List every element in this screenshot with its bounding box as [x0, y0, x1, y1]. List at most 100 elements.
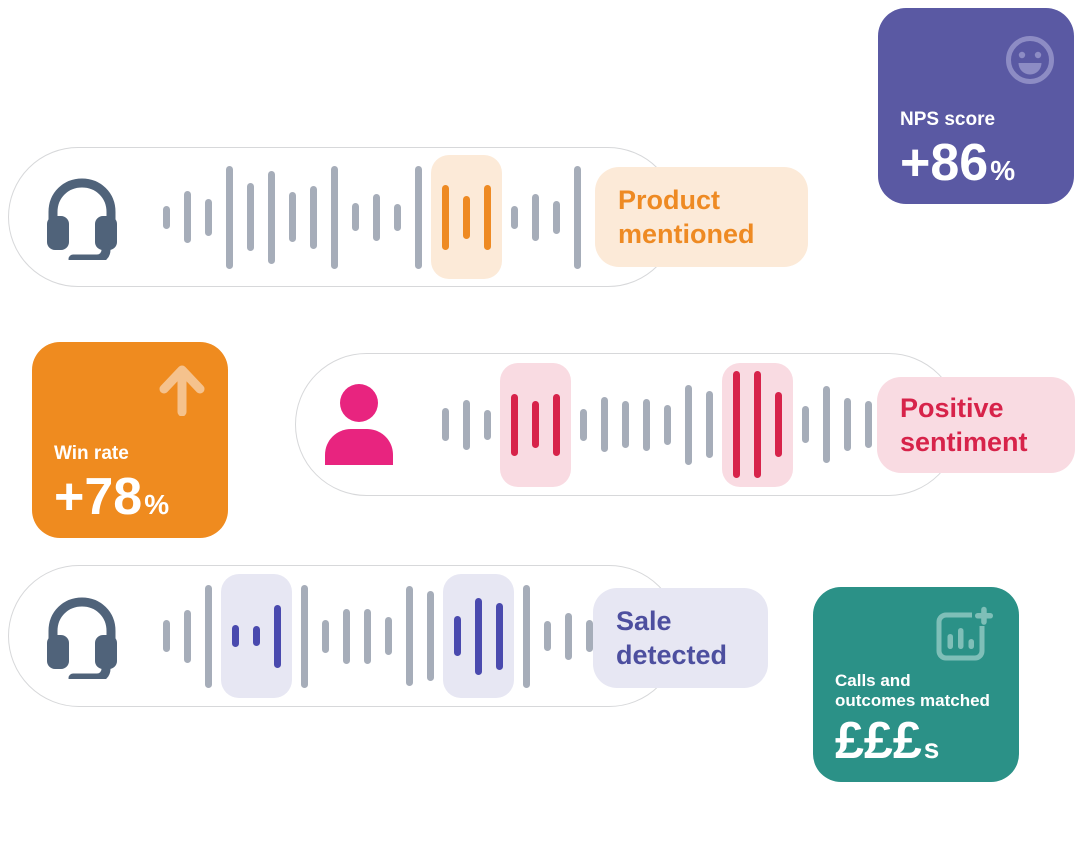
waveform-bar — [427, 591, 434, 681]
arrow-up-icon — [159, 365, 205, 416]
waveform-bar — [601, 397, 608, 452]
nps-score-card: NPS score +86% — [878, 8, 1074, 204]
waveform-bar — [289, 192, 296, 242]
outcomes-label-line: outcomes matched — [835, 690, 990, 710]
waveform-bar-highlighted — [454, 616, 461, 656]
annotation-positive-sentiment: Positive sentiment — [877, 377, 1075, 473]
annotation-sale-detected: Sale detected — [593, 588, 768, 688]
waveform-bar — [268, 170, 275, 264]
waveform-bar-highlighted — [553, 393, 560, 456]
waveform-highlight-region — [500, 362, 571, 487]
waveform-bar — [685, 384, 692, 465]
bar-chart-plus-icon — [936, 605, 995, 661]
waveform-bar — [373, 193, 380, 241]
waveform-bar — [823, 386, 830, 463]
waveform-bar — [163, 205, 170, 229]
outcomes-matched-card: Calls and outcomes matched £££s — [813, 587, 1019, 782]
waveform-bar — [331, 165, 338, 269]
win-rate-card-value: +78% — [54, 467, 170, 526]
currency-unit: s — [923, 732, 940, 764]
waveform-bar — [865, 401, 872, 448]
outcomes-card-label: Calls and outcomes matched — [835, 671, 1001, 711]
waveform-bar — [163, 620, 170, 652]
waveform-bar — [385, 617, 392, 655]
waveform-bar — [442, 408, 449, 441]
waveform-bar-highlighted — [475, 597, 482, 675]
waveform-bar-highlighted — [484, 184, 491, 250]
waveform-bar — [184, 609, 191, 663]
waveform-bar — [706, 391, 713, 458]
waveform-highlight-region — [722, 362, 793, 487]
annotation-text-line: mentioned — [618, 219, 755, 249]
annotation-text-line: Product — [618, 185, 721, 215]
call-waveform-strip-agent-2 — [8, 565, 680, 707]
waveform-bar-highlighted — [442, 184, 449, 250]
waveform-bar — [484, 409, 491, 440]
waveform-highlight-region — [431, 155, 502, 279]
percent-unit: % — [144, 488, 170, 520]
call-waveform-strip-agent-1 — [8, 147, 678, 287]
waveform-bar — [226, 165, 233, 269]
outcomes-card-value: £££s — [835, 711, 940, 770]
waveform-bar — [622, 401, 629, 448]
waveform-bar — [352, 203, 359, 231]
waveform-bar — [310, 185, 317, 249]
win-rate-card: Win rate +78% — [32, 342, 228, 538]
waveform-bar — [580, 408, 587, 441]
nps-card-value: +86% — [900, 133, 1016, 192]
waveform-bar — [544, 621, 551, 651]
waveform-bar — [301, 584, 308, 688]
waveform-highlight-region — [221, 574, 292, 698]
waveform-bar — [394, 203, 401, 231]
waveform-bar-highlighted — [496, 602, 503, 670]
win-rate-card-label: Win rate — [54, 442, 129, 464]
percent-unit: % — [990, 154, 1016, 186]
audio-waveform — [435, 362, 879, 487]
waveform-bar — [415, 165, 422, 269]
waveform-bar-highlighted — [733, 371, 740, 478]
waveform-bar — [184, 191, 191, 243]
waveform-bar — [511, 205, 518, 229]
waveform-bar — [802, 406, 809, 443]
waveform-bar — [205, 584, 212, 688]
waveform-bar — [586, 620, 593, 652]
annotation-text-line: detected — [616, 640, 728, 670]
person-icon — [325, 383, 393, 465]
annotation-text-line: Positive — [900, 393, 1004, 423]
waveform-bar-highlighted — [775, 392, 782, 457]
waveform-bar — [532, 193, 539, 241]
waveform-bar — [463, 399, 470, 450]
waveform-bar — [643, 398, 650, 451]
waveform-bar-highlighted — [754, 371, 761, 478]
waveform-bar — [322, 619, 329, 653]
waveform-bar — [664, 404, 671, 445]
annotation-product-mentioned: Product mentioned — [595, 167, 808, 267]
waveform-bar — [406, 586, 413, 686]
waveform-bar-highlighted — [532, 401, 539, 448]
waveform-bar-highlighted — [511, 393, 518, 456]
smiley-icon — [1006, 36, 1054, 84]
waveform-bar — [553, 200, 560, 234]
waveform-bar — [844, 398, 851, 451]
headset-icon — [47, 178, 117, 260]
annotation-text-line: sentiment — [900, 427, 1028, 457]
waveform-bar — [574, 165, 581, 269]
waveform-bar — [565, 612, 572, 660]
waveform-bar — [205, 198, 212, 236]
nps-card-label: NPS score — [900, 108, 996, 130]
audio-waveform — [156, 574, 600, 698]
waveform-bar-highlighted — [274, 604, 281, 668]
outcomes-label-line: Calls and — [835, 670, 911, 690]
headset-icon — [47, 597, 117, 679]
audio-waveform — [156, 155, 588, 279]
waveform-bar — [247, 183, 254, 251]
waveform-bar — [343, 608, 350, 664]
waveform-bar-highlighted — [253, 626, 260, 646]
waveform-highlight-region — [443, 574, 514, 698]
call-waveform-strip-customer — [295, 353, 960, 496]
waveform-bar-highlighted — [232, 625, 239, 647]
waveform-bar-highlighted — [463, 195, 470, 239]
annotation-text-line: Sale — [616, 606, 672, 636]
waveform-bar — [364, 608, 371, 664]
